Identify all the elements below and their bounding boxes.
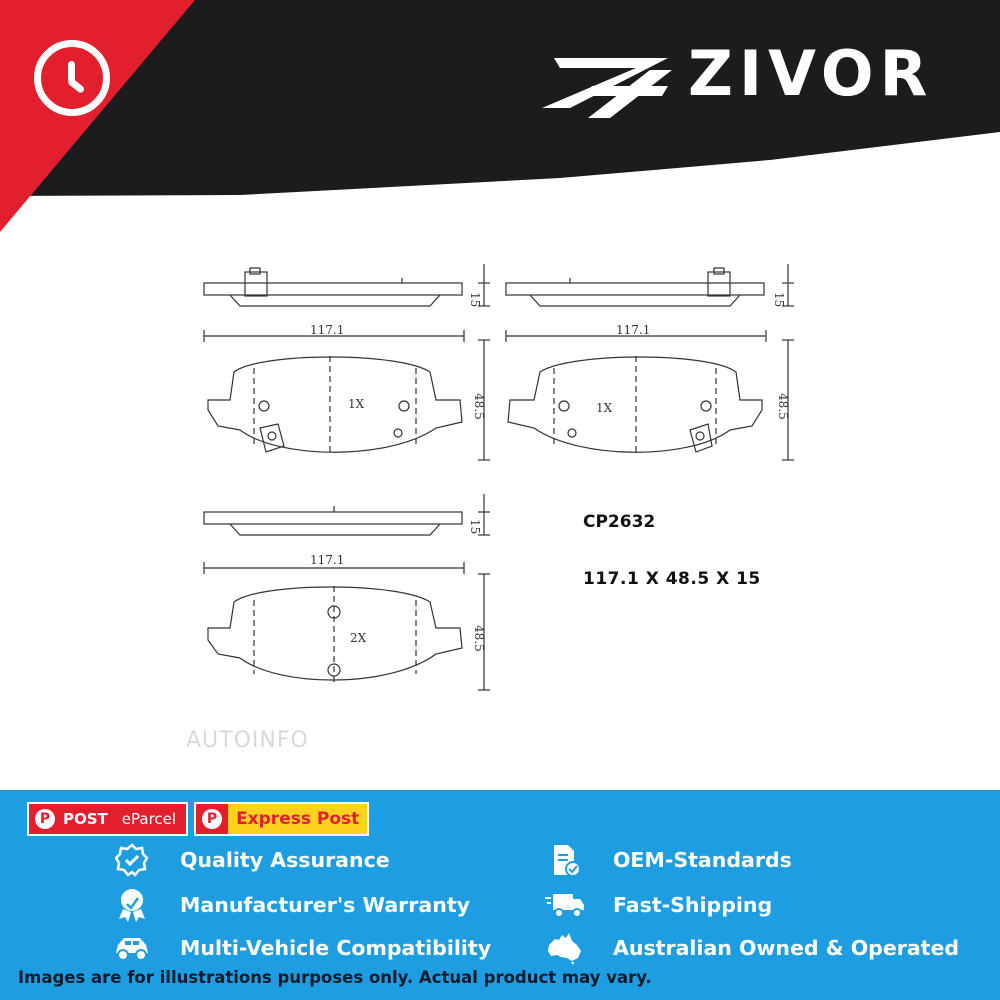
australia-map-icon <box>545 928 585 968</box>
side-profile-bottom <box>203 494 490 536</box>
feature-label: Fast-Shipping <box>613 893 773 917</box>
dim-thickness-bottom: 15 <box>468 519 482 534</box>
dim-length-bottom: 117.1 <box>310 553 344 567</box>
express-post-logo-icon: P <box>196 804 229 834</box>
dim-height-top-left: 48.5 <box>472 393 486 420</box>
clock-icon <box>34 40 110 116</box>
header-banner: ZIVOR <box>0 0 1000 240</box>
dim-thickness-top-left: 15 <box>468 292 482 307</box>
side-profile-top-left <box>203 264 490 307</box>
qty-bottom: 2X <box>350 631 367 645</box>
feature-fast-shipping: Fast-Shipping <box>545 885 772 925</box>
delivery-truck-icon <box>545 885 585 925</box>
australia-post-logo-icon: P <box>35 809 55 829</box>
qty-top-left: 1X <box>348 397 365 411</box>
feature-oem-standards: OEM-Standards <box>545 840 792 880</box>
brand-logo: ZIVOR <box>540 37 960 120</box>
dim-thickness-top-right: 15 <box>772 292 786 307</box>
dim-length-top-right: 117.1 <box>616 323 650 337</box>
shipping-badges: P POST eParcel P Express Post <box>27 802 370 836</box>
feature-label: Australian Owned & Operated <box>613 936 960 960</box>
qty-top-right: 1X <box>596 401 613 415</box>
brand-z-mark <box>542 58 672 118</box>
australia-post-eparcel-badge: P POST eParcel <box>27 802 189 836</box>
feature-label: Manufacturer's Warranty <box>180 893 470 917</box>
car-icon <box>112 928 152 968</box>
quality-badge-icon <box>112 840 152 880</box>
dim-height-top-right: 48.5 <box>776 393 790 420</box>
feature-label: Multi-Vehicle Compatibility <box>180 936 492 960</box>
brake-pad-drawing: 15 117.1 1X 48.5 <box>190 250 810 760</box>
pad-face-bottom <box>207 573 490 691</box>
part-code: CP2632 <box>583 512 656 532</box>
post-word: POST <box>63 810 108 828</box>
feature-label: Quality Assurance <box>180 848 390 872</box>
dim-length-top-left: 117.1 <box>310 323 344 337</box>
feature-multi-vehicle: Multi-Vehicle Compatibility <box>112 928 491 968</box>
award-ribbon-icon <box>112 885 152 925</box>
part-dimensions: 117.1 X 48.5 X 15 <box>583 569 761 589</box>
watermark: AUTOINFO <box>186 728 309 753</box>
document-check-icon <box>545 840 585 880</box>
pad-face-top-left <box>207 339 490 461</box>
disclaimer-text: Images are for illustrations purposes on… <box>18 968 652 987</box>
feature-quality-assurance: Quality Assurance <box>112 840 390 880</box>
express-post-label: Express Post <box>228 804 368 834</box>
pad-face-top-right <box>507 339 794 461</box>
express-post-badge: P Express Post <box>194 802 370 836</box>
brand-name: ZIVOR <box>688 37 934 110</box>
eparcel-label: eParcel <box>121 810 177 828</box>
feature-label: OEM-Standards <box>613 848 792 872</box>
footer-panel: P POST eParcel P Express Post Quality As… <box>0 790 1000 1000</box>
feature-manufacturers-warranty: Manufacturer's Warranty <box>112 885 470 925</box>
feature-australian-owned: Australian Owned & Operated <box>545 928 959 968</box>
dim-height-bottom: 48.5 <box>472 625 486 652</box>
side-profile-top-right <box>505 264 794 307</box>
